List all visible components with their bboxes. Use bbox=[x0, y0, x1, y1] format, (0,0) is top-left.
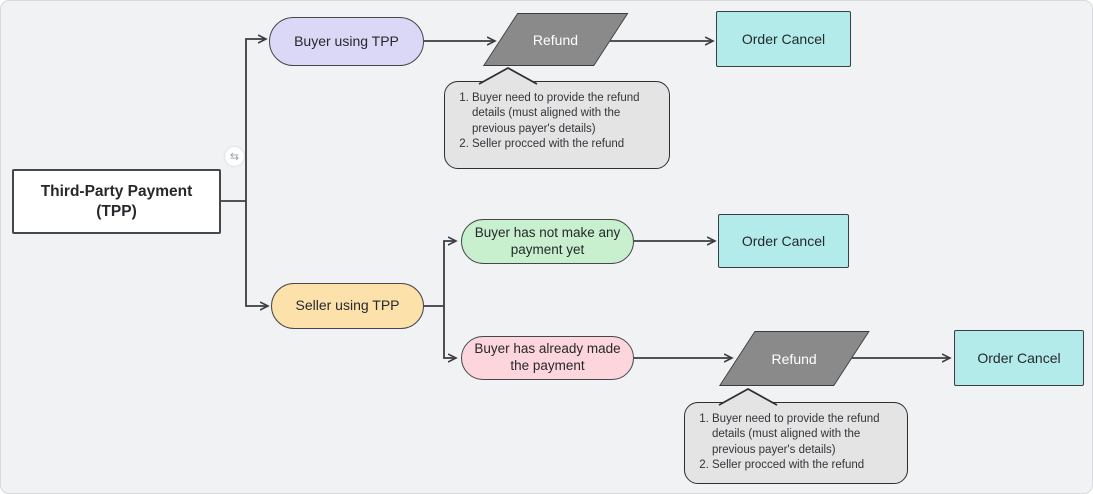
node-order-cancel-1[interactable]: Order Cancel bbox=[716, 11, 851, 67]
note-list: Buyer need to provide the refund details… bbox=[685, 412, 901, 474]
node-seller-using-tpp[interactable]: Seller using TPP bbox=[271, 283, 424, 329]
node-order-cancel-2[interactable]: Order Cancel bbox=[718, 214, 849, 268]
node-buyer-already-paid[interactable]: Buyer has already made the payment bbox=[461, 336, 634, 380]
node-buyer-using-tpp[interactable]: Buyer using TPP bbox=[269, 17, 424, 66]
node-order-cancel-3[interactable]: Order Cancel bbox=[954, 330, 1084, 386]
note-item-2: Seller procced with the refund bbox=[712, 458, 901, 473]
node-third-party-payment[interactable]: Third-Party Payment (TPP) bbox=[12, 169, 221, 234]
refund-label: Refund bbox=[771, 350, 817, 367]
callout-tail-icon bbox=[478, 67, 538, 85]
sync-icon[interactable]: ⇆ bbox=[225, 147, 244, 166]
note-list: Buyer need to provide the refund details… bbox=[445, 91, 663, 153]
note-refund-steps-1[interactable]: Buyer need to provide the refund details… bbox=[444, 67, 670, 169]
note-item-1: Buyer need to provide the refund details… bbox=[472, 91, 662, 137]
note-item-2: Seller procced with the refund bbox=[472, 137, 662, 152]
node-buyer-not-paid[interactable]: Buyer has not make any payment yet bbox=[461, 219, 634, 264]
note-item-1: Buyer need to provide the refund details… bbox=[712, 412, 901, 458]
refund-label: Refund bbox=[533, 31, 579, 48]
callout-tail-icon bbox=[718, 388, 778, 406]
note-refund-steps-2[interactable]: Buyer need to provide the refund details… bbox=[684, 388, 908, 484]
